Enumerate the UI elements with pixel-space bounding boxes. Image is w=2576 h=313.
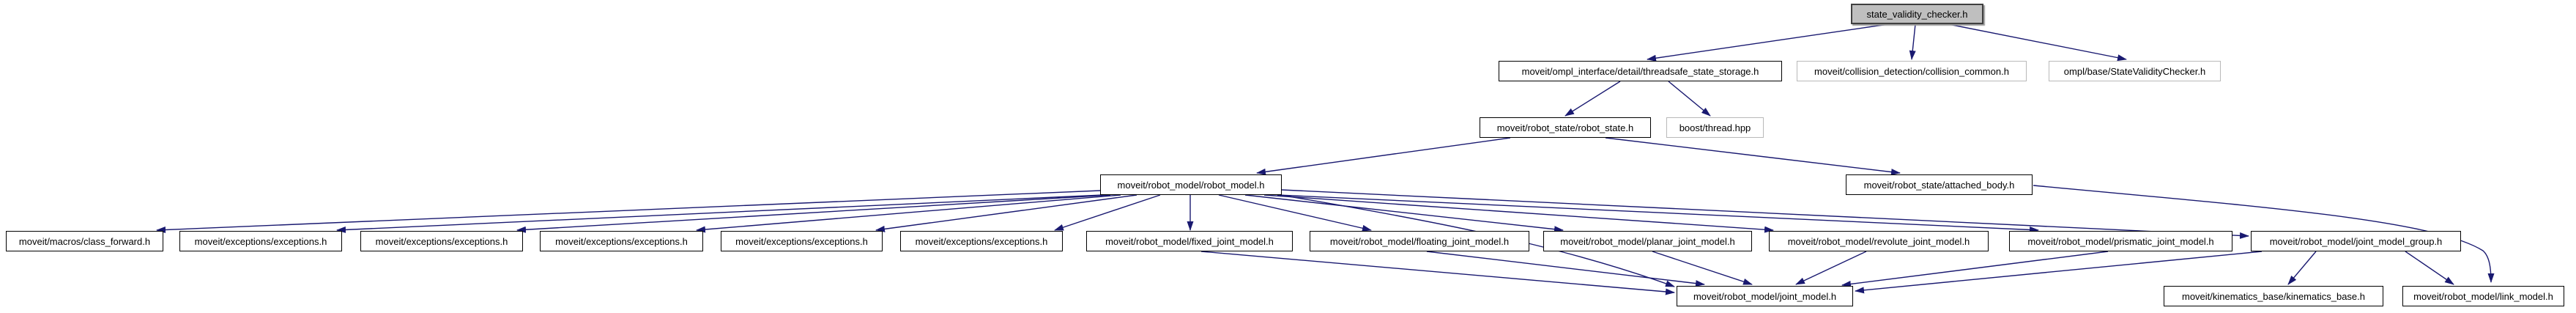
graph-edge-svc-to-threadsafe <box>1647 23 1889 62</box>
graph-edge-svc-to-collision <box>1909 23 1916 60</box>
graph-edge-robotmodel-to-exceptions1 <box>336 194 1104 233</box>
graph-node-planar_joint_model[interactable]: moveit/robot_model/planar_joint_model.h <box>1543 231 1752 251</box>
graph-node-label: moveit/robot_model/robot_model.h <box>1117 179 1265 191</box>
graph-node-ompl_state_validity_checker: ompl/base/StateValidityChecker.h <box>2049 61 2221 81</box>
graph-node-boost_thread: boost/thread.hpp <box>1666 117 1764 138</box>
graph-edge-group-to-linkmodel <box>2405 251 2454 285</box>
graph-node-kinematics_base[interactable]: moveit/kinematics_base/kinematics_base.h <box>2164 286 2383 306</box>
graph-node-label: moveit/robot_model/prismatic_joint_model… <box>2027 235 2214 247</box>
graph-node-label: moveit/robot_state/robot_state.h <box>1496 122 1634 133</box>
graph-node-label: moveit/robot_state/attached_body.h <box>1863 179 2015 191</box>
graph-edge-robotmodel-to-exceptions4 <box>875 194 1137 232</box>
graph-node-label: moveit/macros/class_forward.h <box>18 235 151 247</box>
graph-node-label: moveit/robot_model/joint_model.h <box>1693 290 1837 302</box>
graph-edge-revolute-to-jointmodel <box>1795 251 1867 285</box>
graph-node-label: ompl/base/StateValidityChecker.h <box>2063 65 2206 77</box>
graph-edge-group-to-jointmodel <box>1855 251 2263 294</box>
graph-node-prismatic_joint_model[interactable]: moveit/robot_model/prismatic_joint_model… <box>2009 231 2232 251</box>
graph-node-label: moveit/ompl_interface/detail/threadsafe_… <box>1521 65 1759 77</box>
graph-edge-robotstate-to-robotmodel <box>1256 137 1511 175</box>
graph-node-exceptions_4[interactable]: moveit/exceptions/exceptions.h <box>721 231 883 251</box>
graph-node-threadsafe_state_storage[interactable]: moveit/ompl_interface/detail/threadsafe_… <box>1499 61 1782 81</box>
graph-node-label: moveit/exceptions/exceptions.h <box>194 235 327 247</box>
graph-node-attached_body[interactable]: moveit/robot_state/attached_body.h <box>1846 174 2033 195</box>
graph-node-robot_model[interactable]: moveit/robot_model/robot_model.h <box>1100 174 1282 195</box>
graph-edge-robotmodel-to-group <box>1281 189 2249 239</box>
graph-node-joint_model[interactable]: moveit/robot_model/joint_model.h <box>1677 286 1853 306</box>
graph-node-label: moveit/exceptions/exceptions.h <box>555 235 688 247</box>
graph-node-label: moveit/robot_model/revolute_joint_model.… <box>1787 235 1970 247</box>
graph-node-label: moveit/robot_model/link_model.h <box>2413 290 2553 302</box>
graph-node-label: moveit/kinematics_base/kinematics_base.h <box>2181 290 2365 302</box>
graph-node-exceptions_1[interactable]: moveit/exceptions/exceptions.h <box>179 231 342 251</box>
graph-node-label: moveit/robot_model/joint_model_group.h <box>2269 235 2443 247</box>
graph-node-exceptions_2[interactable]: moveit/exceptions/exceptions.h <box>360 231 523 251</box>
graph-node-label: moveit/robot_model/floating_joint_model.… <box>1329 235 1510 247</box>
graph-node-floating_joint_model[interactable]: moveit/robot_model/floating_joint_model.… <box>1310 231 1529 251</box>
graph-node-revolute_joint_model[interactable]: moveit/robot_model/revolute_joint_model.… <box>1769 231 1989 251</box>
graph-edge-svc-to-ompl-svc <box>1948 23 2127 62</box>
graph-edge-threadsafe-to-boost <box>1668 81 1711 117</box>
graph-node-label: boost/thread.hpp <box>1679 122 1751 133</box>
graph-edge-robotmodel-to-exceptions3 <box>696 194 1121 233</box>
graph-edge-planar-to-jointmodel <box>1652 251 1753 285</box>
graph-node-label: moveit/exceptions/exceptions.h <box>915 235 1048 247</box>
graph-edge-robotmodel-to-planar <box>1244 194 1564 233</box>
graph-edge-group-to-kinematicsbase <box>2287 251 2317 285</box>
graph-edge-robotmodel-to-exceptions2 <box>516 194 1111 233</box>
graph-edge-robotmodel-to-prismatic <box>1277 194 2039 233</box>
graph-node-label: state_validity_checker.h <box>1866 8 1968 20</box>
graph-edge-threadsafe-to-robotstate <box>1564 81 1621 117</box>
graph-edge-robotmodel-to-floating <box>1218 194 1372 232</box>
graph-edge-floating-to-jointmodel <box>1426 251 1705 287</box>
graph-node-exceptions_5[interactable]: moveit/exceptions/exceptions.h <box>900 231 1063 251</box>
graph-node-label: moveit/collision_detection/collision_com… <box>1814 65 2009 77</box>
graph-edge-robotmodel-to-classforward <box>156 190 1101 233</box>
graph-node-label: moveit/exceptions/exceptions.h <box>735 235 868 247</box>
graph-node-state_validity_checker: state_validity_checker.h <box>1851 4 1983 24</box>
graph-node-exceptions_3[interactable]: moveit/exceptions/exceptions.h <box>540 231 703 251</box>
graph-node-robot_state[interactable]: moveit/robot_state/robot_state.h <box>1480 117 1651 138</box>
graph-edge-robotstate-to-attachedbody <box>1605 137 1901 176</box>
graph-node-label: moveit/robot_model/fixed_joint_model.h <box>1105 235 1274 247</box>
graph-node-link_model[interactable]: moveit/robot_model/link_model.h <box>2402 286 2564 306</box>
graph-edge-fixed-to-jointmodel <box>1200 251 1675 295</box>
graph-edge-prismatic-to-jointmodel <box>1841 251 2109 287</box>
graph-node-joint_model_group[interactable]: moveit/robot_model/joint_model_group.h <box>2251 231 2461 251</box>
graph-edge-robotmodel-to-revolute <box>1263 194 1774 233</box>
graph-node-fixed_joint_model[interactable]: moveit/robot_model/fixed_joint_model.h <box>1086 231 1293 251</box>
graph-edge-robotmodel-to-exceptions5 <box>1054 194 1161 231</box>
graph-node-label: moveit/robot_model/planar_joint_model.h <box>1560 235 1735 247</box>
graph-node-collision_common: moveit/collision_detection/collision_com… <box>1797 61 2027 81</box>
graph-node-label: moveit/exceptions/exceptions.h <box>375 235 508 247</box>
graph-node-class_forward[interactable]: moveit/macros/class_forward.h <box>6 231 163 251</box>
